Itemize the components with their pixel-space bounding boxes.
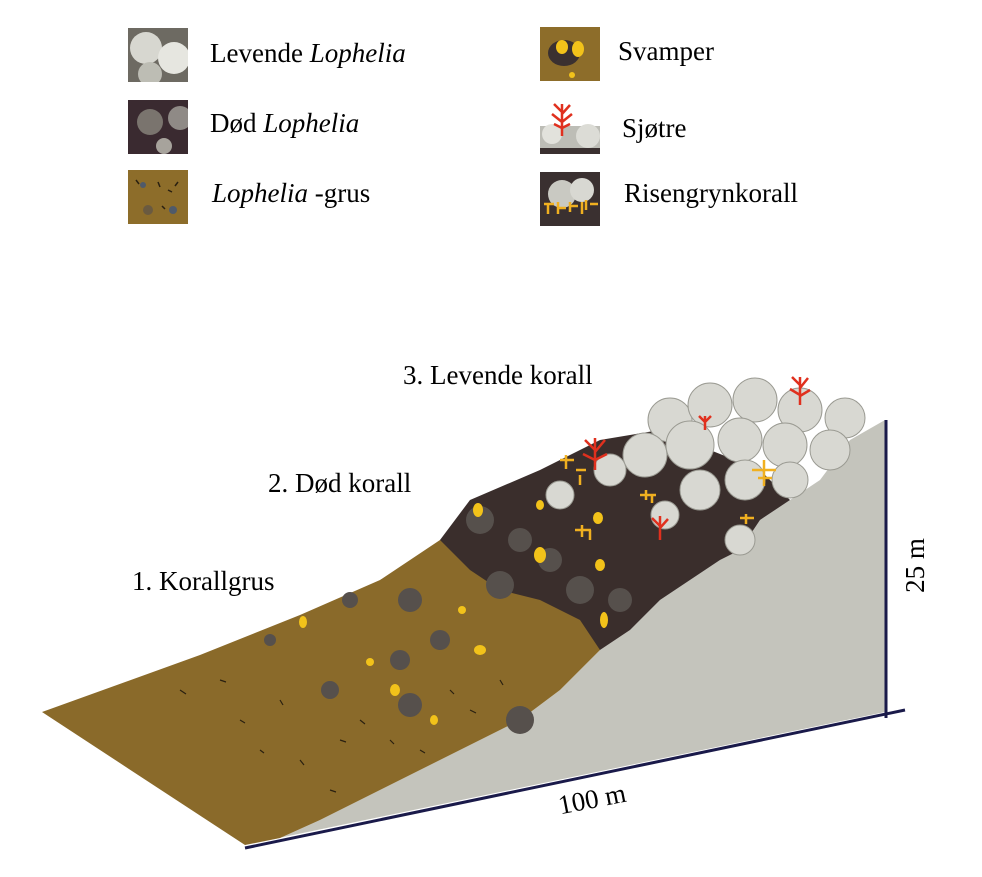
legend-label-dead-lophelia: Død Lophelia xyxy=(210,108,360,138)
legend-label-sponges: Svamper xyxy=(618,36,714,66)
live-lophelia-swatch xyxy=(128,28,188,82)
lophelia-rubble-swatch xyxy=(128,170,188,224)
legend-label-rice-coral: Risengrynkorall xyxy=(624,178,798,208)
dead-coral-rocks xyxy=(264,506,632,734)
live-coral-blobs xyxy=(545,377,866,556)
legend-label-lophelia-rubble: Lophelia -grus xyxy=(212,178,371,208)
zone-label-coral-rubble: 1. Korallgrus xyxy=(132,566,275,596)
rice-coral-marks xyxy=(560,455,776,540)
length-dimension-line xyxy=(244,708,906,850)
height-label: 25 m xyxy=(899,538,930,593)
legend-label-sea-tree: Sjøtre xyxy=(622,113,687,143)
cross-section-face xyxy=(245,420,885,845)
dead-lophelia-swatch xyxy=(128,100,188,154)
zone-label-dead-coral: 2. Død korall xyxy=(268,468,412,498)
rice-coral-swatch xyxy=(540,172,600,226)
sediment-surface xyxy=(42,520,600,845)
sponge-marks xyxy=(299,500,608,725)
rubble-marks xyxy=(179,679,504,793)
sea-tree-swatch xyxy=(540,100,600,154)
zone-label-live-coral: 3. Levende korall xyxy=(403,360,593,390)
sponges-swatch xyxy=(540,27,600,81)
legend-label-live-lophelia: Levende Lophelia xyxy=(210,38,406,68)
sea-tree-marks xyxy=(582,376,811,540)
